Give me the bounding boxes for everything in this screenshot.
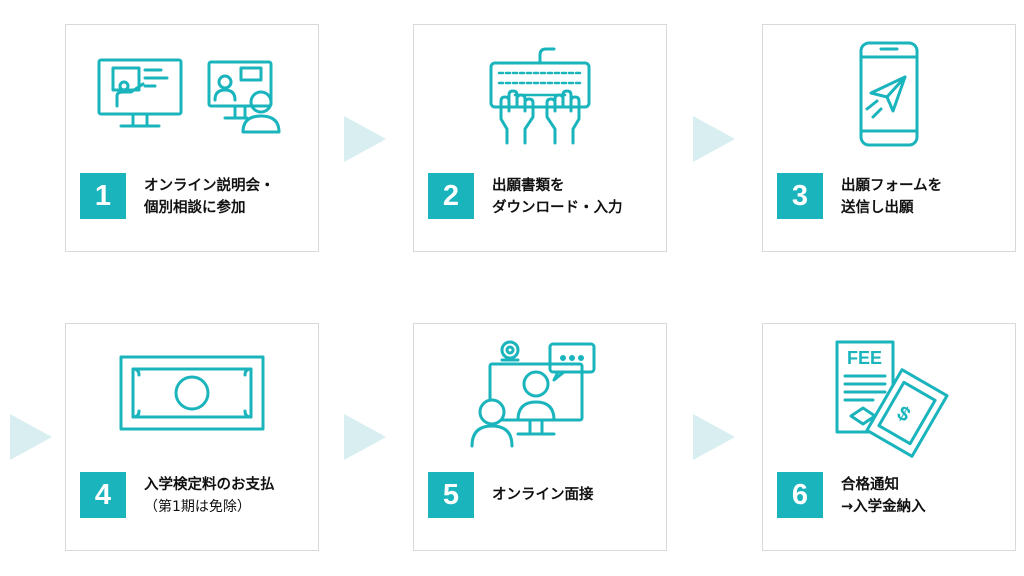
step-card-4: 4 入学検定料のお支払 （第1期は免除） bbox=[65, 323, 319, 551]
step-label-2-line2: ダウンロード・入力 bbox=[492, 200, 623, 216]
play-arrow-icon bbox=[344, 116, 386, 162]
step-label-4-line2: （第1期は免除） bbox=[144, 499, 251, 515]
fee-invoice-icon: FEE $ bbox=[763, 324, 1015, 462]
step-label-2-line1: 出願書類を bbox=[492, 178, 565, 194]
step-number-4: 4 bbox=[80, 472, 126, 518]
step-card-1: 1 オンライン説明会・ 個別相談に参加 bbox=[65, 24, 319, 252]
step-label-3: 出願フォームを 送信し出願 bbox=[841, 175, 1011, 219]
step-label-6: 合格通知 →入学金納入 bbox=[841, 474, 1011, 518]
play-arrow-icon bbox=[344, 414, 386, 460]
step-card-5: 5 オンライン面接 bbox=[413, 323, 667, 551]
play-arrow-icon bbox=[693, 414, 735, 460]
step-number-6: 6 bbox=[777, 472, 823, 518]
step-label-5-line1: オンライン面接 bbox=[492, 487, 594, 503]
step-label-5: オンライン面接 bbox=[492, 484, 662, 506]
keyboard-typing-icon bbox=[414, 25, 666, 163]
step-card-3: 3 出願フォームを 送信し出願 bbox=[762, 24, 1016, 252]
banknote-icon bbox=[66, 324, 318, 462]
step-label-2: 出願書類を ダウンロード・入力 bbox=[492, 175, 662, 219]
step-label-1: オンライン説明会・ 個別相談に参加 bbox=[144, 175, 314, 219]
step-number-5: 5 bbox=[428, 472, 474, 518]
online-seminar-icon bbox=[66, 25, 318, 163]
play-arrow-icon bbox=[693, 116, 735, 162]
step-number-1: 1 bbox=[80, 173, 126, 219]
step-label-1-line1: オンライン説明会・ bbox=[144, 178, 275, 194]
step-label-3-line2: 送信し出願 bbox=[841, 200, 914, 216]
step-label-3-line1: 出願フォームを bbox=[841, 178, 943, 194]
smartphone-send-icon bbox=[763, 25, 1015, 163]
step-label-4: 入学検定料のお支払 （第1期は免除） bbox=[144, 474, 314, 518]
step-card-2: 2 出願書類を ダウンロード・入力 bbox=[413, 24, 667, 252]
step-label-1-line2: 個別相談に参加 bbox=[144, 200, 246, 216]
play-arrow-icon bbox=[10, 414, 52, 460]
step-label-6-line1: 合格通知 bbox=[841, 477, 899, 493]
fee-label: FEE bbox=[847, 348, 882, 368]
step-label-4-line1: 入学検定料のお支払 bbox=[144, 477, 275, 493]
video-interview-icon bbox=[414, 324, 666, 462]
step-number-2: 2 bbox=[428, 173, 474, 219]
step-label-6-line2: →入学金納入 bbox=[841, 499, 926, 515]
step-card-6: FEE $ 6 合格通知 →入学金納入 bbox=[762, 323, 1016, 551]
step-number-3: 3 bbox=[777, 173, 823, 219]
